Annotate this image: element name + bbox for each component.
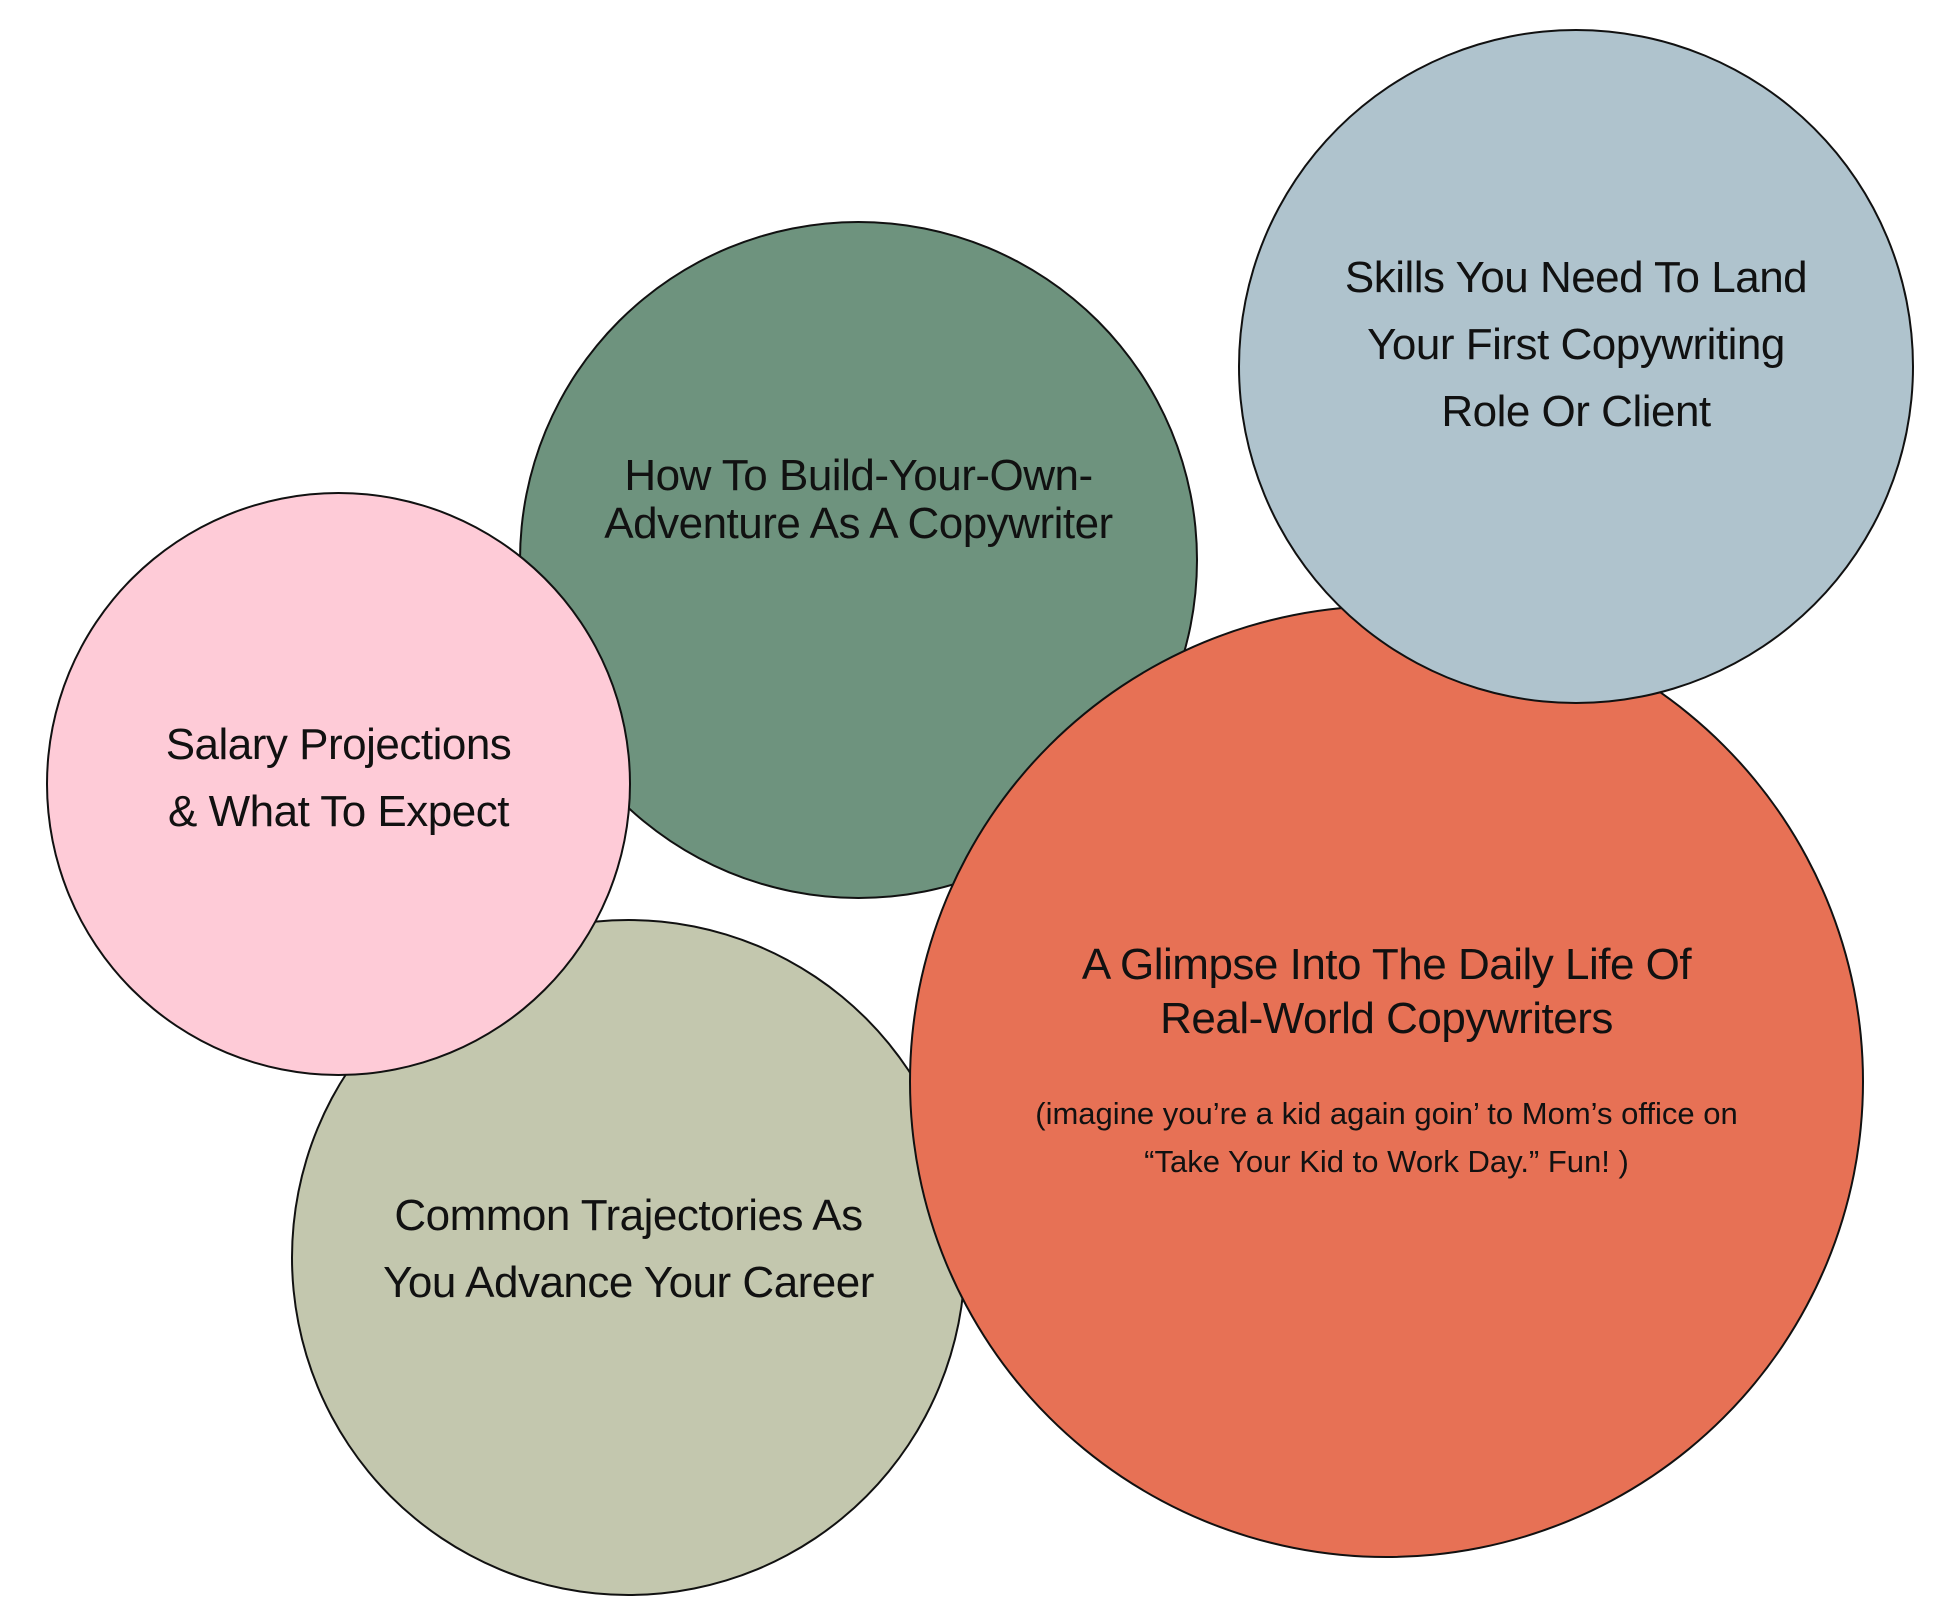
title-line: Skills You Need To Land bbox=[1344, 252, 1808, 302]
circle-title: Salary Projections & What To Expect bbox=[166, 711, 512, 845]
circle-title: Skills You Need To Land Your First Copyw… bbox=[1344, 244, 1808, 445]
title-line: Common Trajectories As bbox=[394, 1190, 863, 1240]
note-line: (imagine you’re a kid again goin’ to Mom… bbox=[1035, 1095, 1738, 1131]
title-line: How To Build-Your-Own- bbox=[624, 451, 1093, 500]
title-line: You Advance Your Career bbox=[383, 1257, 874, 1307]
topic-circle-skills-you-need: Skills You Need To Land Your First Copyw… bbox=[1238, 29, 1914, 704]
title-line: A Glimpse Into The Daily Life Of bbox=[1081, 939, 1692, 989]
circle-note: (imagine you’re a kid again goin’ to Mom… bbox=[1035, 1090, 1737, 1186]
title-line: Role Or Client bbox=[1441, 386, 1711, 436]
circle-title: A Glimpse Into The Daily Life Of Real-Wo… bbox=[1081, 938, 1692, 1046]
title-line: & What To Expect bbox=[168, 787, 509, 836]
topic-circle-build-your-own-adventure: How To Build-Your-Own- Adventure As A Co… bbox=[519, 221, 1198, 899]
title-line: Adventure As A Copywriter bbox=[604, 499, 1113, 548]
title-line: Real-World Copywriters bbox=[1160, 993, 1613, 1043]
title-line: Your First Copywriting bbox=[1367, 319, 1785, 369]
circle-title: How To Build-Your-Own- Adventure As A Co… bbox=[604, 451, 1113, 548]
topic-circle-salary-projections: Salary Projections & What To Expect bbox=[46, 492, 631, 1076]
note-line: “Take Your Kid to Work Day.” Fun! ) bbox=[1144, 1143, 1629, 1179]
topic-circle-daily-life: A Glimpse Into The Daily Life Of Real-Wo… bbox=[909, 605, 1864, 1558]
circle-title: Common Trajectories As You Advance Your … bbox=[383, 1182, 874, 1316]
title-line: Salary Projections bbox=[165, 720, 512, 769]
